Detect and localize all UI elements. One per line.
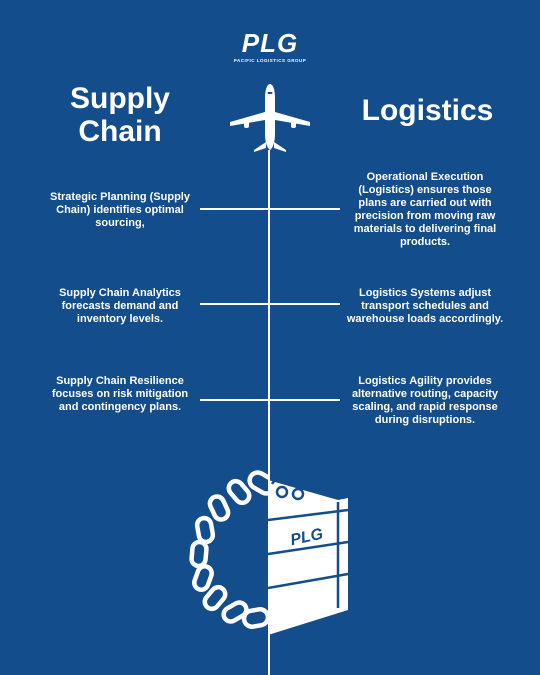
row-2-logistics-text: Logistics Systems adjust transport sched…	[346, 287, 504, 325]
row-2-supply-text: Supply Chain Analytics forecasts demand …	[59, 287, 181, 325]
row-3-logistics-text: Logistics Agility provides alternative r…	[351, 375, 499, 426]
branch-row-3	[200, 399, 340, 401]
chain-icon	[189, 470, 270, 629]
heading-logistics: Logistics	[361, 94, 494, 127]
heading-supply-chain: Supply Chain	[69, 82, 170, 148]
crate-icon: PLG	[268, 476, 349, 635]
airplane-icon	[230, 84, 310, 152]
branch-row-1	[200, 208, 340, 210]
row-3-supply-text: Supply Chain Resilience focuses on risk …	[51, 375, 189, 413]
row-1-logistics-text: Operational Execution (Logistics) ensure…	[353, 171, 497, 248]
crate-label: PLG	[289, 526, 325, 549]
brand-logo: PLG PACIFIC LOGISTICS GROUP	[0, 30, 540, 63]
branch-row-2	[200, 303, 340, 305]
row-1-supply-text: Strategic Planning (Supply Chain) identi…	[50, 191, 190, 229]
timeline-spine	[268, 150, 270, 675]
logo-mark: PLG	[241, 28, 299, 58]
logo-subtitle: PACIFIC LOGISTICS GROUP	[233, 58, 307, 63]
